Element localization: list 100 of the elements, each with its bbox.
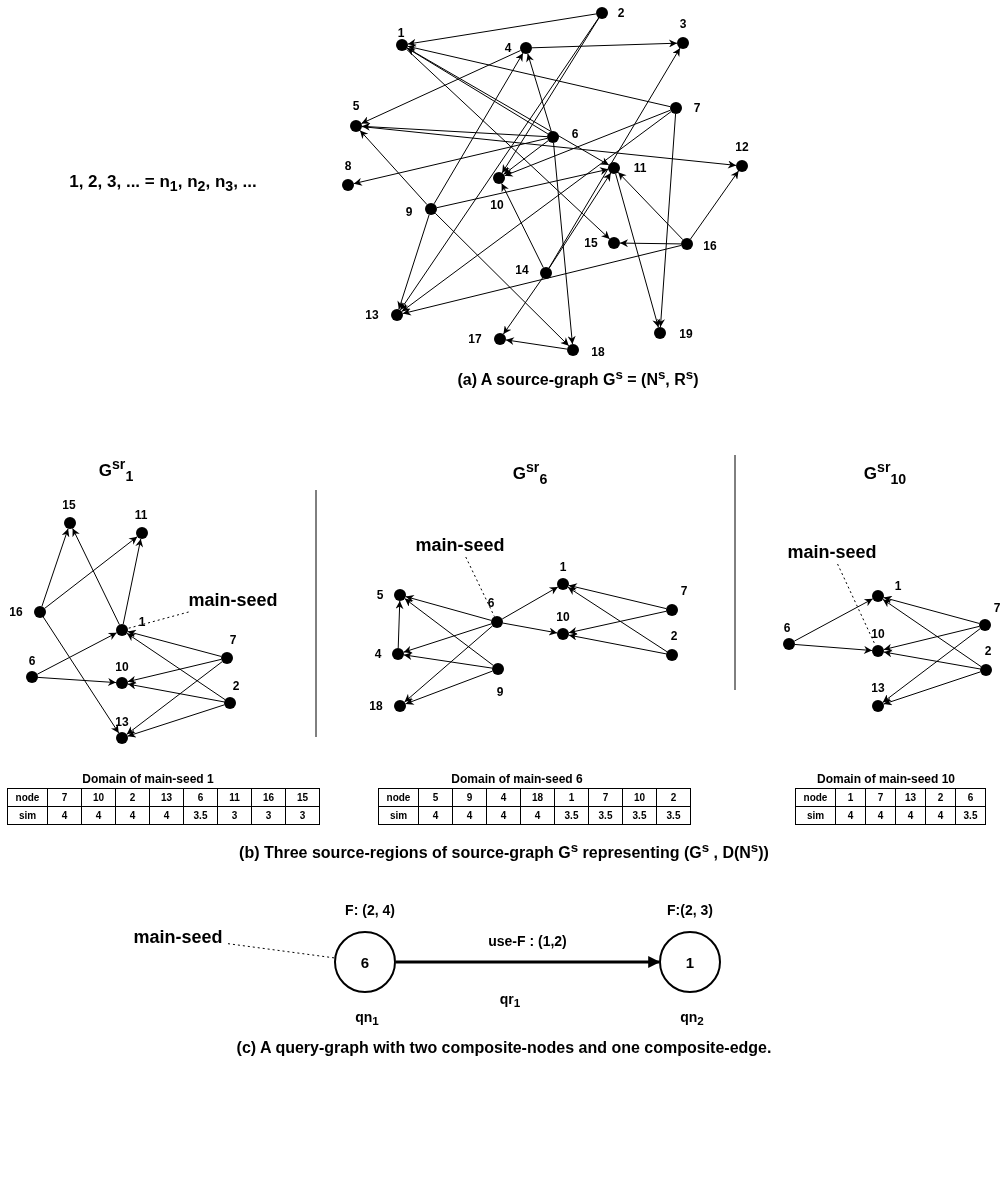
graph-node-dot bbox=[979, 619, 991, 631]
arrow bbox=[501, 17, 600, 174]
table-cell: 4 bbox=[419, 807, 453, 825]
node-number: 17 bbox=[468, 332, 482, 346]
figure-caption: (a) A source-graph G$^{s}$ = (N$^{s}$, R$^{s}$) bbox=[457, 366, 699, 390]
graph-node-dot bbox=[350, 120, 362, 132]
graph-node-dot bbox=[342, 179, 354, 191]
arrow bbox=[359, 129, 428, 206]
node-number: 13 bbox=[115, 715, 129, 729]
table-cell: 18 bbox=[521, 789, 555, 807]
graph-node-dot bbox=[394, 700, 406, 712]
graph-node-dot bbox=[980, 664, 992, 676]
arrow bbox=[531, 39, 678, 49]
arrow bbox=[882, 628, 981, 703]
arrow bbox=[553, 142, 576, 345]
node-number: 1 bbox=[559, 560, 567, 574]
node-number: 10 bbox=[556, 610, 570, 624]
table-title: Domain of main-seed 10 bbox=[817, 772, 955, 786]
table-cell: 13 bbox=[896, 789, 926, 807]
table-cell: 16 bbox=[252, 789, 286, 807]
table-cell: 3 bbox=[218, 807, 252, 825]
node-number: 15 bbox=[62, 498, 76, 512]
node-number: 2 bbox=[984, 644, 992, 658]
arrow bbox=[44, 536, 138, 609]
arrow bbox=[433, 52, 524, 205]
table-cell: 4 bbox=[82, 807, 116, 825]
node-number: 7 bbox=[993, 601, 1001, 615]
graph-node-dot bbox=[491, 616, 503, 628]
callout-text: main-seed bbox=[415, 534, 505, 556]
node-number: 13 bbox=[871, 681, 885, 695]
table-cell: 4 bbox=[487, 807, 521, 825]
node-number: 7 bbox=[693, 101, 701, 115]
node-number: 2 bbox=[670, 629, 678, 643]
graph-node-dot bbox=[540, 267, 552, 279]
node-number: 4 bbox=[374, 647, 382, 661]
table-cell: 2 bbox=[926, 789, 956, 807]
table-cell: 4 bbox=[926, 807, 956, 825]
arrow bbox=[396, 956, 661, 968]
graph-node-dot bbox=[547, 131, 559, 143]
graph-node-dot bbox=[872, 700, 884, 712]
arrow bbox=[407, 13, 597, 47]
table-cell: 2 bbox=[116, 789, 150, 807]
arrow bbox=[405, 594, 492, 621]
node-number: 11 bbox=[134, 508, 148, 522]
node-number: 10 bbox=[871, 627, 885, 641]
graph-node-dot bbox=[670, 102, 682, 114]
node-number: 4 bbox=[504, 41, 512, 55]
table-cell: 10 bbox=[623, 789, 657, 807]
graph-node-dot bbox=[557, 628, 569, 640]
leader-line bbox=[465, 556, 495, 618]
node-number: 2 bbox=[232, 679, 240, 693]
node-number: 1 bbox=[894, 579, 902, 593]
arrow bbox=[405, 48, 611, 240]
leader-line bbox=[127, 611, 190, 629]
table-cell: 15 bbox=[286, 789, 320, 807]
table-cell: 1 bbox=[555, 789, 589, 807]
graph-node-dot bbox=[494, 333, 506, 345]
graph-node-dot bbox=[391, 309, 403, 321]
arrow bbox=[501, 182, 544, 269]
arrow bbox=[567, 586, 668, 653]
arrow bbox=[122, 538, 144, 625]
graph-node-dot bbox=[681, 238, 693, 250]
node-number: 12 bbox=[735, 140, 749, 154]
node-number: 11 bbox=[633, 161, 647, 175]
arrow bbox=[353, 137, 548, 186]
arrow bbox=[568, 632, 667, 655]
edge-label: use-F : (1,2) bbox=[488, 933, 567, 949]
edge-name: qr$_{1}$ bbox=[499, 990, 521, 1010]
node-number: 7 bbox=[229, 633, 237, 647]
arrow bbox=[436, 167, 609, 209]
table-title: Domain of main-seed 1 bbox=[82, 772, 214, 786]
node-number: 5 bbox=[352, 99, 360, 113]
graph-node-dot bbox=[666, 649, 678, 661]
arrow bbox=[883, 649, 981, 670]
table-cell: 3.5 bbox=[956, 807, 986, 825]
graph-node-dot bbox=[34, 606, 46, 618]
table-cell: 4 bbox=[453, 807, 487, 825]
arrow bbox=[617, 171, 684, 241]
graph-node-dot bbox=[26, 671, 38, 683]
table-cell: 9 bbox=[453, 789, 487, 807]
arrow bbox=[568, 583, 667, 610]
figure-caption: (b) Three source-regions of source-graph G$^{s}$ representing (G$^{s}$ , D(N$^{s}$)) bbox=[239, 839, 769, 863]
table-title: Domain of main-seed 6 bbox=[451, 772, 583, 786]
graph-node-dot bbox=[136, 527, 148, 539]
node-number: 19 bbox=[679, 327, 693, 341]
arrow bbox=[37, 676, 117, 687]
node-number: 6 bbox=[783, 621, 791, 635]
arrow bbox=[395, 600, 404, 649]
arrow bbox=[127, 658, 222, 684]
arrow bbox=[619, 239, 682, 248]
node-number: 9 bbox=[496, 685, 504, 699]
table-cell: 4 bbox=[836, 807, 866, 825]
table-cell: 6 bbox=[184, 789, 218, 807]
arrow bbox=[36, 632, 118, 675]
table-cell: 2 bbox=[657, 789, 691, 807]
arrow bbox=[397, 214, 430, 310]
arrow bbox=[434, 212, 570, 347]
table-cell: 4 bbox=[866, 807, 896, 825]
arrow bbox=[882, 598, 982, 668]
table-cell: 10 bbox=[82, 789, 116, 807]
